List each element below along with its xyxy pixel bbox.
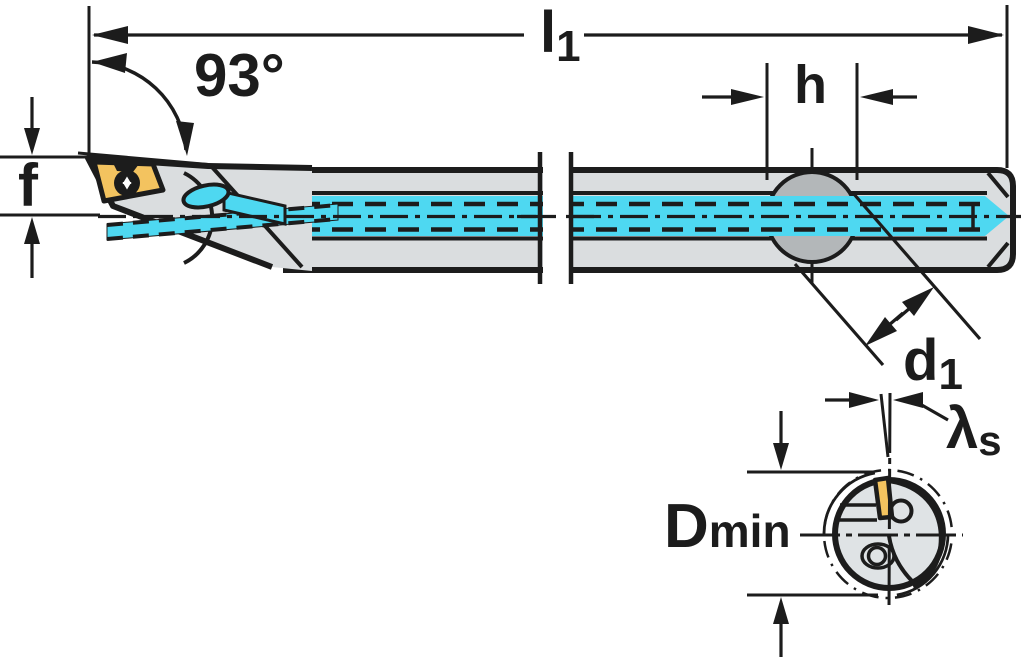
side-view-bar: [237, 148, 1016, 284]
label-l1: l1: [540, 0, 581, 71]
l1-arrow-left: [92, 26, 128, 44]
torx-screw-icon-2: [122, 182, 132, 190]
coolant-duct-upper: [222, 190, 287, 226]
l1-arrow-right: [968, 26, 1004, 44]
cutting-edge-reference-line: [77, 151, 215, 167]
label-dmin: Dmin: [664, 492, 791, 561]
dimension-f: f: [0, 97, 100, 278]
label-d1: d1: [903, 328, 963, 399]
h-arrow-left-point: [860, 89, 893, 105]
end-chamfer-top: [986, 171, 1010, 199]
coolant-duct-lower-dash-top: [106, 203, 339, 227]
endview-centerline-vertical: [887, 392, 892, 609]
label-lambda-s: λs: [946, 396, 1002, 464]
dimension-angle-93: 93°: [91, 42, 285, 156]
end-chamfer-bottom: [986, 241, 1010, 269]
lambda-arrow-right-tail: [919, 402, 949, 422]
angle-arrow-top: [92, 53, 127, 73]
insert-endview: [872, 475, 895, 521]
f-arrow-down: [24, 128, 40, 155]
insert-chipbreaker-notch: [113, 163, 139, 172]
lambda-insert-axis-line: [879, 393, 890, 458]
dimension-h: h: [702, 55, 917, 180]
f-arrow-up: [24, 217, 40, 244]
screw-hole-inner: [866, 545, 888, 567]
lambda-arrow-right-point: [849, 392, 879, 408]
bar-outline: [283, 167, 1016, 273]
dmin-arrow-down: [773, 443, 789, 470]
side-view-head: [77, 151, 339, 271]
coolant-outlet-hole: [181, 182, 231, 210]
d1-tangent-left: [793, 262, 885, 367]
label-f: f: [18, 152, 39, 219]
dimension-d1: d1: [793, 191, 982, 399]
dimension-dmin: Dmin: [664, 411, 878, 657]
angle-arrow-bottom: [176, 121, 194, 156]
end-view: [800, 392, 963, 609]
dimension-l1: l1: [87, 0, 1009, 168]
h-arrow-right-point: [731, 89, 764, 105]
label-93deg: 93°: [194, 42, 285, 109]
label-h: h: [794, 55, 827, 115]
bar-break-symbol: [517, 148, 594, 288]
dimension-lambda-s: λs: [825, 392, 1002, 464]
head-flank-curve: [887, 535, 915, 584]
lambda-arrow-left-point: [893, 392, 923, 408]
d1-arrow-upper-tail: [894, 306, 912, 322]
angle-arc: [91, 60, 188, 151]
d1-tangent-right: [851, 191, 982, 341]
coolant-duct-lower-dash-bottom: [106, 217, 339, 241]
dmin-arrow-up: [773, 597, 789, 624]
